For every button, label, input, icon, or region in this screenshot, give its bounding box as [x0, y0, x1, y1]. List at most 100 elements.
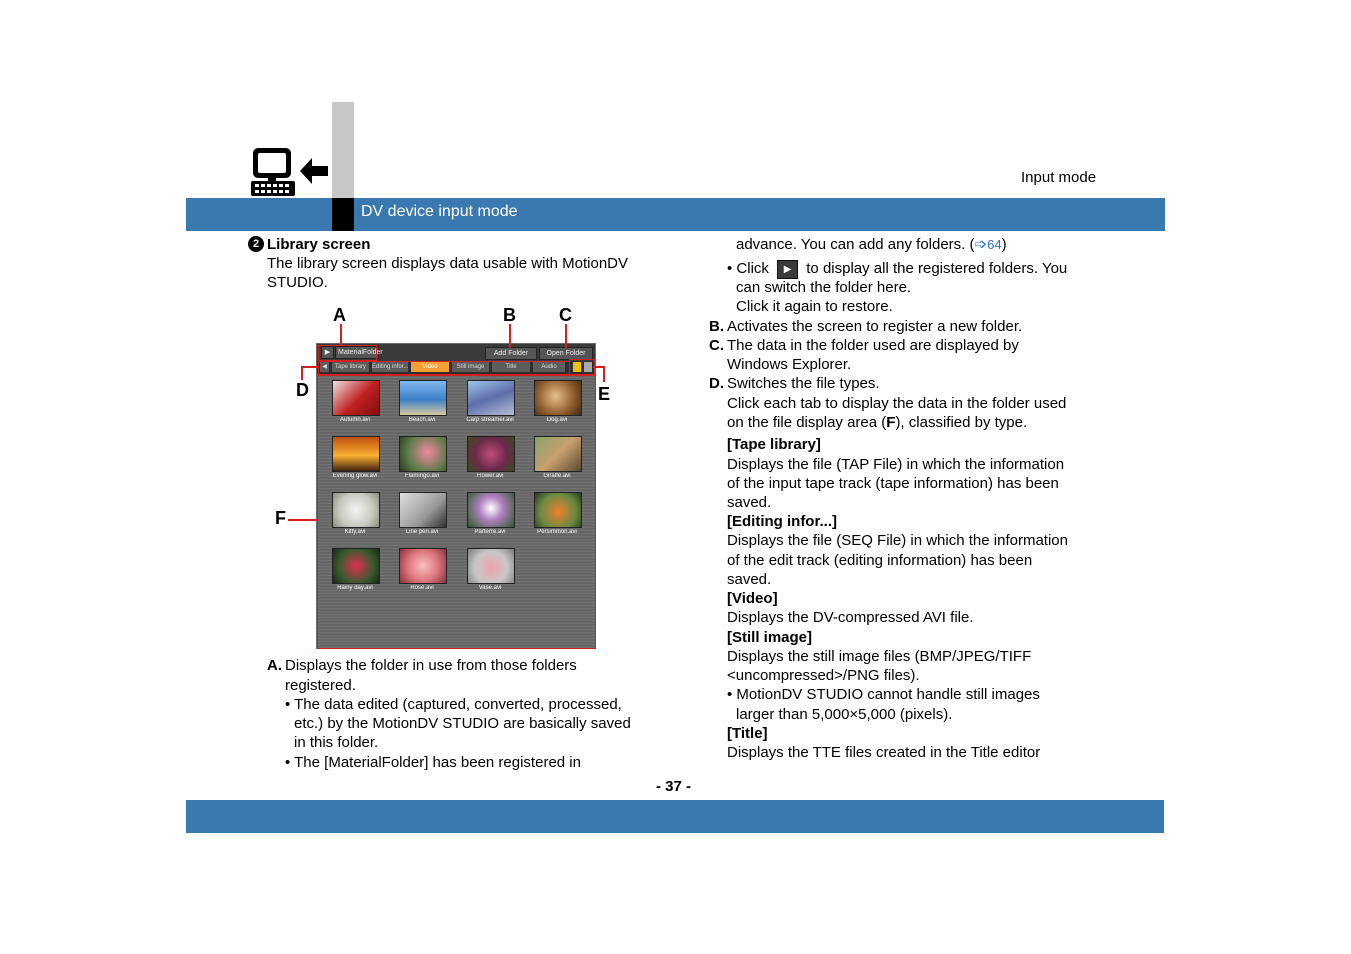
footer-bar	[186, 800, 1164, 833]
file-label: Persimmon.avi	[537, 529, 577, 535]
title-text: Displays the TTE files created in the Ti…	[727, 744, 1041, 761]
item-d-line-2: on the file display area (F), classified…	[727, 413, 1027, 432]
arrow-right-icon: ➩	[974, 236, 988, 253]
thumbnail-rainy-day[interactable]	[332, 548, 380, 584]
library-screen-figure: ▶ MaterialFolder Add Folder Open Folder …	[316, 343, 596, 649]
thumbnail-evening-glow[interactable]	[332, 436, 380, 472]
item-a-line-1: Displays the folder in use from those fo…	[285, 657, 577, 674]
file-label: Line pen.avi	[405, 529, 439, 535]
file-label: Beach.avi	[408, 417, 436, 423]
thumbnail-flamingo[interactable]	[399, 436, 447, 472]
tab-video[interactable]: Video	[411, 362, 449, 372]
play-folder-icon[interactable]: ▶	[321, 346, 334, 359]
tape-line-1: Displays the file (TAP File) in which th…	[727, 456, 1065, 473]
tab-tape-library[interactable]: Tape library	[332, 362, 369, 372]
still-line-2: <uncompressed>/PNG files).	[727, 667, 920, 684]
item-b-text: Activates the screen to register a new f…	[727, 318, 1023, 335]
item-a-bullet1-line-1: • The data edited (captured, converted, …	[285, 696, 622, 713]
mode-label: Input mode	[1021, 169, 1097, 186]
item-d-label: D.	[709, 375, 724, 392]
item-c-line-2: Windows Explorer.	[727, 356, 852, 373]
thumbnail-kitty[interactable]	[332, 492, 380, 528]
callout-f-leader	[288, 519, 318, 521]
thumbnail-persimmon[interactable]	[534, 492, 582, 528]
still-note-line-2: larger than 5,000×5,000 (pixels).	[736, 706, 953, 723]
tab-still-image[interactable]: Still image	[452, 362, 489, 372]
file-label: Vase.avi	[478, 585, 502, 591]
item-b-label: B.	[709, 318, 724, 335]
tab-scroll-left-icon[interactable]: ◀	[320, 362, 329, 372]
click-line-2: can switch the folder here.	[736, 279, 912, 296]
play-button-icon: ▶	[777, 259, 799, 279]
page-link[interactable]: ➩64	[975, 236, 1002, 253]
item-a-bullet2: • The [MaterialFolder] has been register…	[285, 754, 581, 771]
d-line2-post: ), classified by type.	[895, 414, 1028, 431]
edit-line-2: of the edit track (editing information) …	[727, 552, 1033, 569]
thumbnail-giraffe[interactable]	[534, 436, 582, 472]
video-text: Displays the DV-compressed AVI file.	[727, 609, 974, 626]
thumbnail-rose[interactable]	[399, 548, 447, 584]
computer-input-icon	[251, 148, 328, 196]
still-image-heading: [Still image]	[727, 629, 813, 646]
d-line2-bold: F	[886, 414, 896, 431]
edit-line-3: saved.	[727, 571, 772, 588]
callout-e: E	[598, 384, 611, 404]
tab-title[interactable]: Title	[492, 362, 530, 372]
callout-e-leader-v	[603, 366, 605, 382]
callout-b-leader	[509, 324, 511, 348]
callout-a-box	[318, 345, 377, 361]
title-heading: [Title]	[727, 725, 768, 742]
thumbnail-parterre[interactable]	[467, 492, 515, 528]
editing-info-heading: [Editing infor...]	[727, 513, 837, 530]
thumbnail-carp-streamer[interactable]	[467, 380, 515, 416]
callout-a-leader	[340, 324, 342, 346]
tape-line-2: of the input tape track (tape informatio…	[727, 475, 1059, 492]
callout-d-leader	[301, 366, 319, 368]
folder-name[interactable]: MaterialFolder	[335, 346, 383, 359]
callout-d: D	[296, 380, 309, 400]
view-list-icon[interactable]	[584, 362, 592, 372]
edit-line-1: Displays the file (SEQ File) in which th…	[727, 532, 1068, 549]
folder-bar: ▶ MaterialFolder Add Folder Open Folder	[317, 344, 595, 361]
tape-line-3: saved.	[727, 494, 772, 511]
file-display-area: Autumn.avi Beach.avi Carp streamer.avi D…	[317, 374, 595, 648]
thumbnail-beach[interactable]	[399, 380, 447, 416]
thumbnail-dog[interactable]	[534, 380, 582, 416]
file-label: Dog.avi	[546, 417, 568, 423]
continued-text: advance. You can add any folders. (	[736, 236, 975, 253]
click-suffix: to display all the registered folders. Y…	[806, 260, 1068, 277]
callout-a: A	[333, 305, 346, 325]
thumbnail-flower[interactable]	[467, 436, 515, 472]
file-label: Autumn.avi	[339, 417, 370, 423]
item-d-text: Switches the file types.	[727, 375, 880, 392]
view-thumbnail-icon[interactable]	[573, 362, 581, 372]
tab-audio[interactable]: Audio	[533, 362, 565, 372]
callout-e-leader	[593, 366, 603, 368]
file-label: Flower.avi	[476, 473, 504, 479]
item-a-line-2: registered.	[285, 677, 356, 694]
callout-f: F	[275, 508, 286, 528]
callout-f-box	[317, 375, 596, 649]
tab-editing-info[interactable]: Editing infor...	[372, 362, 408, 372]
click-line-3: Click it again to restore.	[736, 298, 893, 315]
continued-line: advance. You can add any folders. (➩64)	[736, 235, 1007, 254]
item-a-bullet1-line-2: etc.) by the MotionDV STUDIO are basical…	[294, 715, 631, 732]
file-label: Rose.avi	[410, 585, 434, 591]
thumbnail-autumn[interactable]	[332, 380, 380, 416]
step-number-badge: 2	[248, 236, 264, 252]
add-folder-button[interactable]: Add Folder	[485, 347, 537, 360]
thumbnail-line-pen[interactable]	[399, 492, 447, 528]
callout-d-box	[318, 361, 570, 375]
file-label: Kitty.avi	[344, 529, 366, 535]
thumbnail-vase[interactable]	[467, 548, 515, 584]
item-c-line-1: The data in the folder used are displaye…	[727, 337, 1019, 354]
item-d-line-1: Click each tab to display the data in th…	[727, 395, 1067, 412]
d-line2-pre: on the file display area (	[727, 414, 887, 431]
section-title: DV device input mode	[361, 203, 518, 220]
still-note-line-1: • MotionDV STUDIO cannot handle still im…	[727, 686, 1040, 703]
file-type-tabs: ◀ Tape library Editing infor... Video St…	[317, 361, 595, 374]
click-line: • Click ▶ to display all the registered …	[727, 259, 1067, 279]
file-label: Parterre.avi	[474, 529, 506, 535]
item-c-label: C.	[709, 337, 724, 354]
click-prefix: • Click	[727, 260, 769, 277]
